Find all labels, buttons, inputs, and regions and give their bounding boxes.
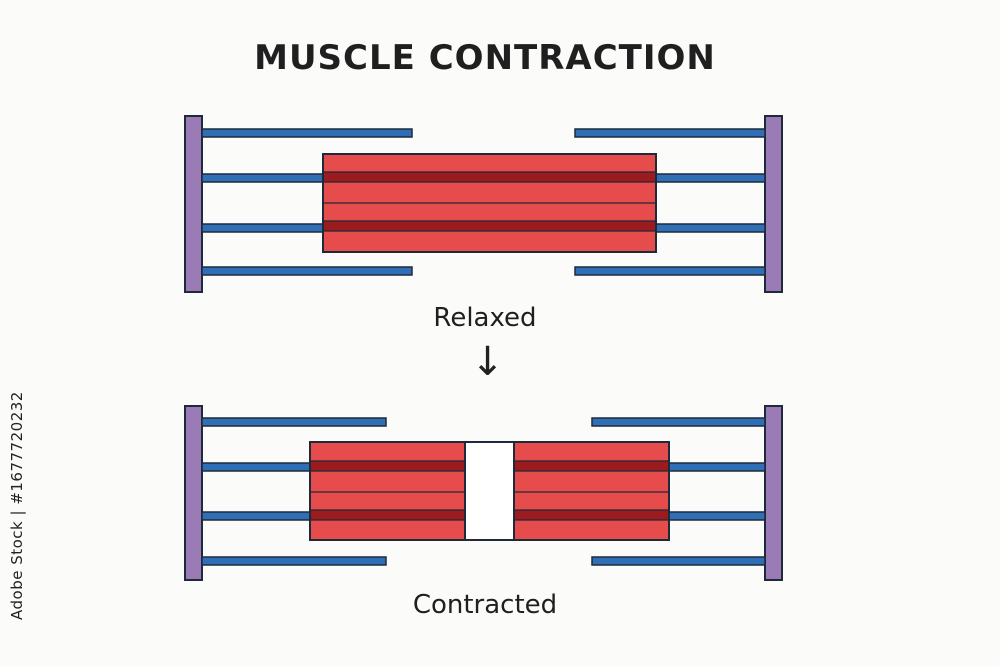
z-disc-left: [184, 405, 203, 581]
actin-filament: [201, 417, 387, 427]
relaxed-sarcomere: [184, 115, 783, 293]
z-disc-right: [764, 115, 783, 293]
contracted-sarcomere: [184, 405, 783, 581]
actin-filament: [201, 556, 387, 566]
stock-id-text: Adobe Stock | #1677720232: [8, 391, 26, 620]
stock-watermark: Adobe Stock | #1677720232: [6, 391, 36, 630]
relaxed-label: Relaxed: [433, 303, 537, 333]
actin-filament: [574, 266, 766, 276]
actin-filament: [655, 173, 766, 183]
actin-filament: [668, 462, 766, 472]
actin-filament: [201, 223, 325, 233]
actin-filament: [201, 266, 413, 276]
actin-filament: [201, 462, 311, 472]
z-disc-right: [764, 405, 783, 581]
myosin-block-left: [309, 441, 466, 541]
actin-filament: [201, 173, 325, 183]
actin-filament: [201, 511, 311, 521]
actin-filament: [574, 128, 766, 138]
actin-filament: [655, 223, 766, 233]
contracted-label: Contracted: [412, 590, 558, 620]
actin-filament: [591, 417, 766, 427]
myosin-block-right: [513, 441, 670, 541]
z-disc-left: [184, 115, 203, 293]
diagram-title: MUSCLE CONTRACTION: [254, 38, 716, 78]
h-zone-gap: [464, 441, 515, 541]
down-arrow-icon: ↓: [470, 339, 505, 385]
actin-filament: [668, 511, 766, 521]
myosin-block: [322, 153, 657, 253]
actin-filament: [591, 556, 766, 566]
actin-filament: [201, 128, 413, 138]
